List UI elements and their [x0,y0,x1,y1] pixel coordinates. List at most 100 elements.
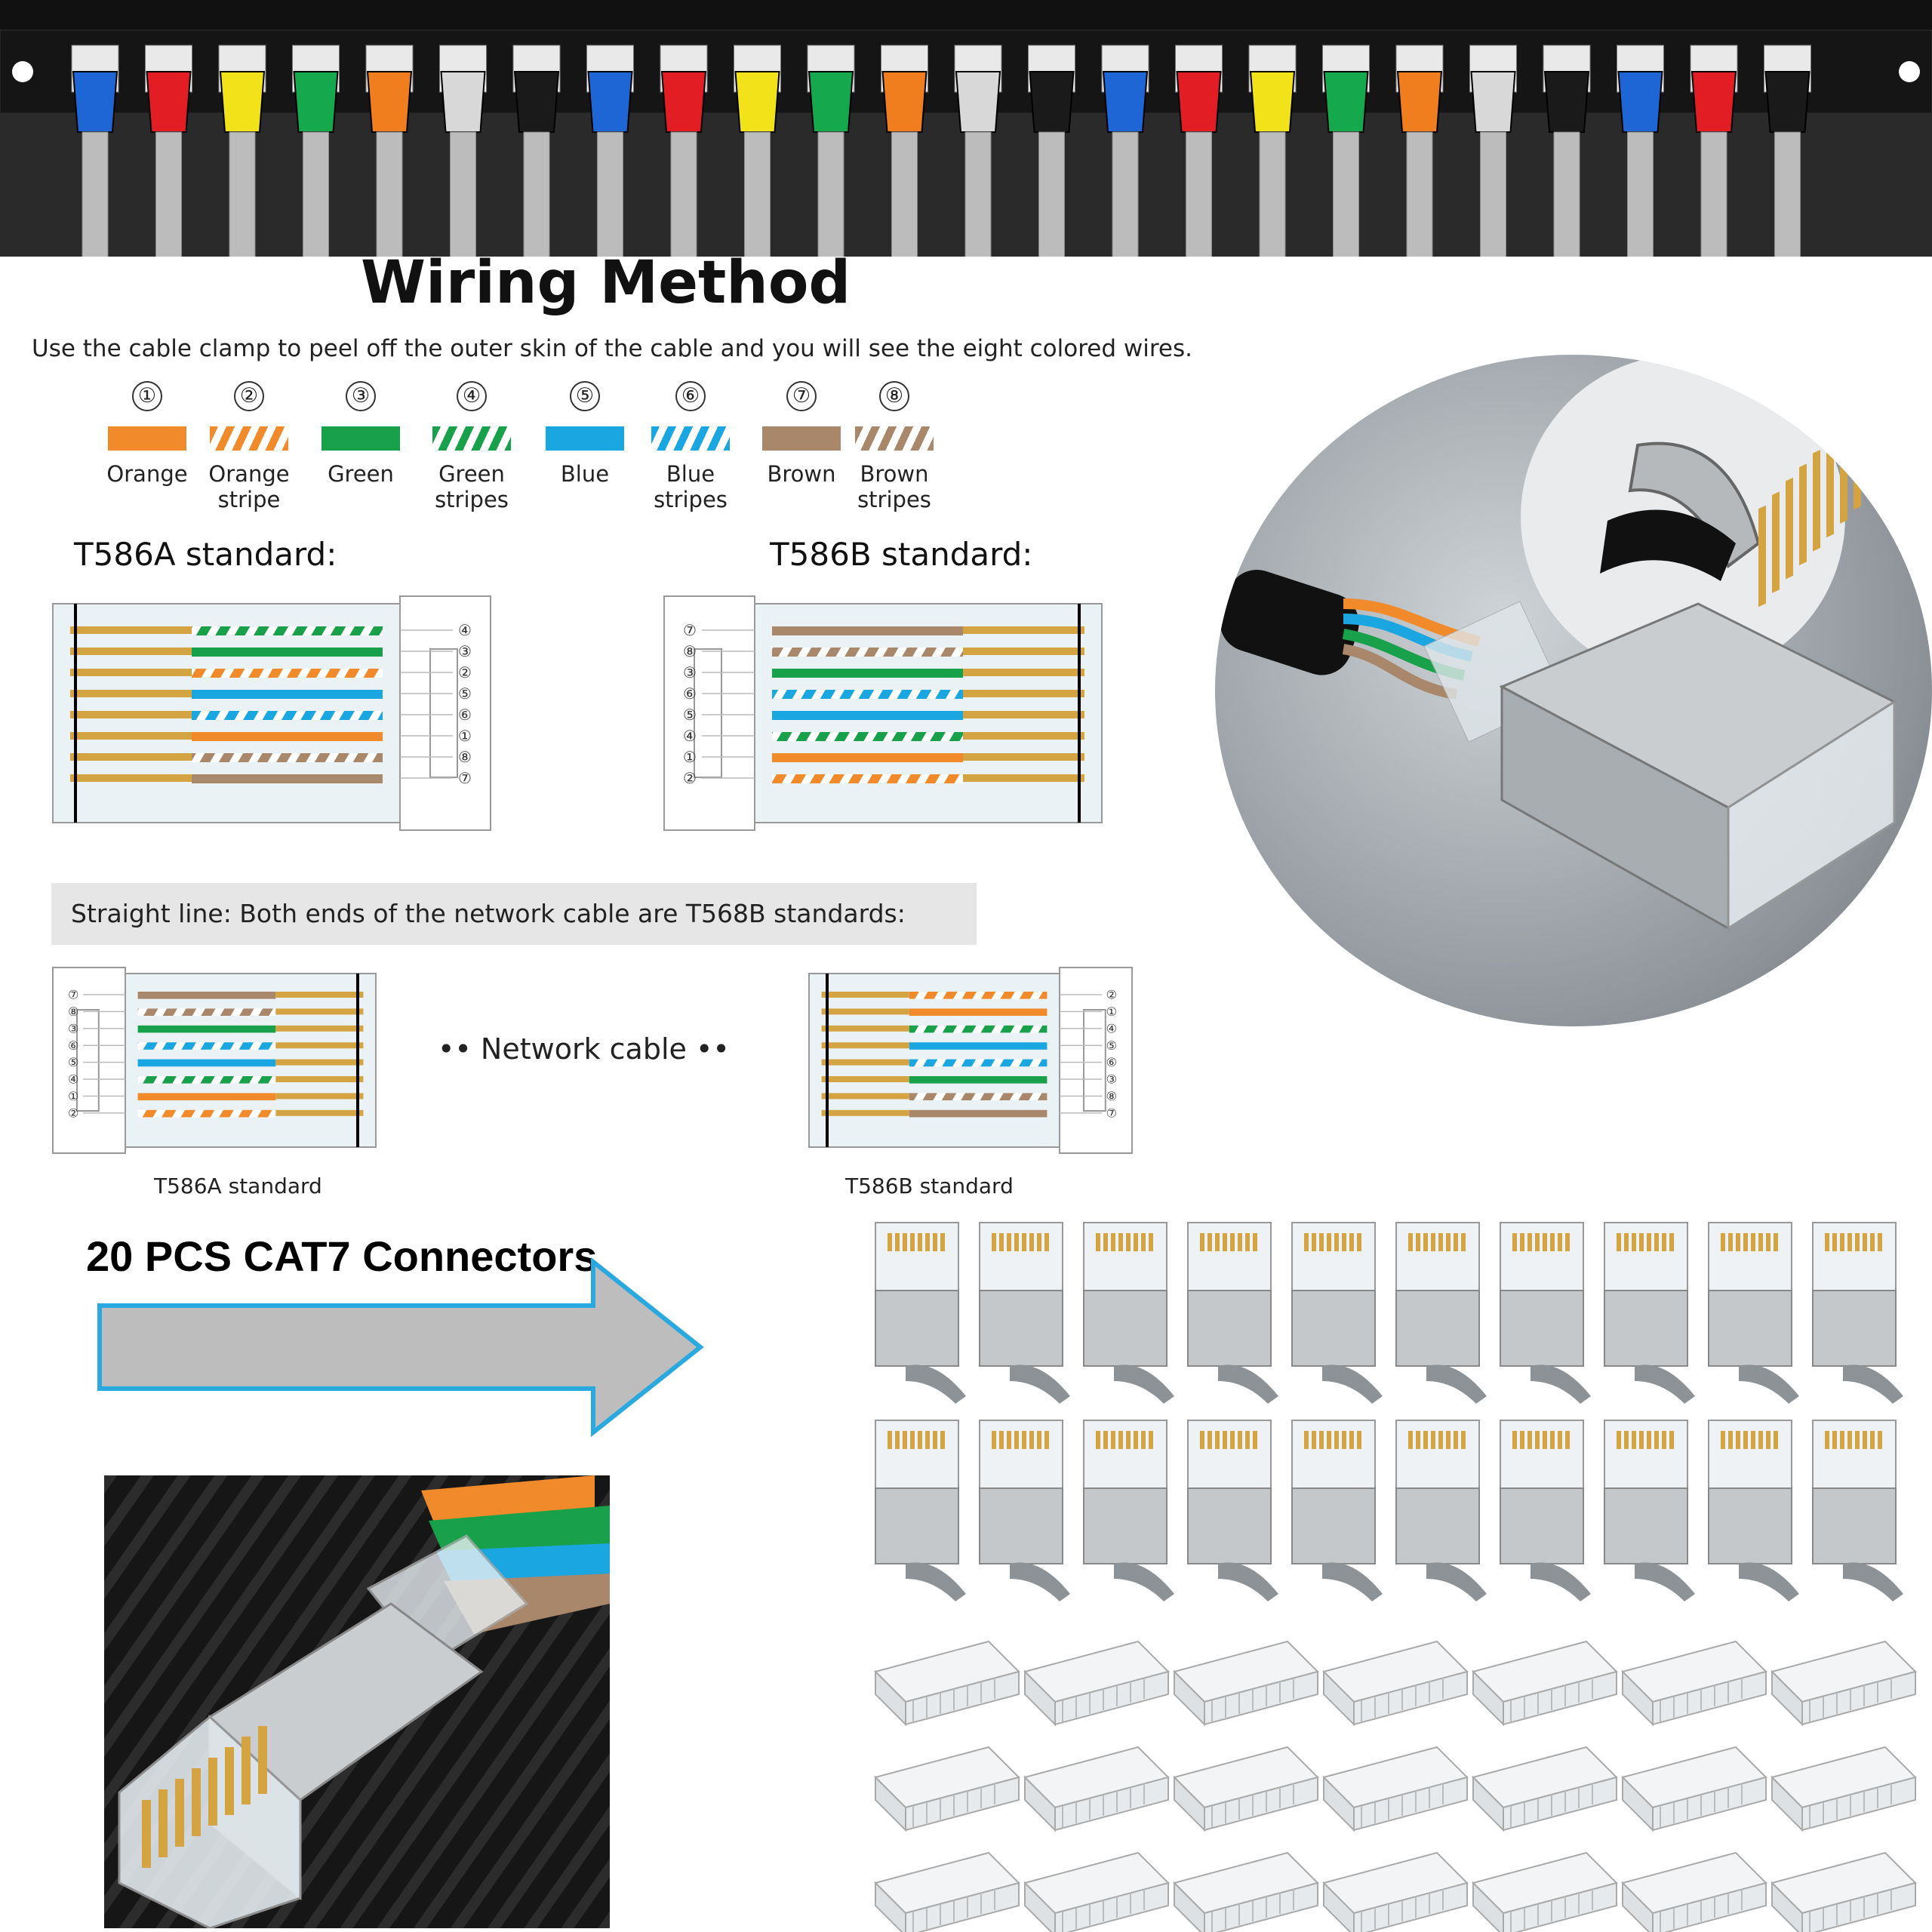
load-bar [1621,1746,1767,1832]
gold-pin [925,1431,930,1449]
patch-cable [597,131,623,257]
gold-pin [1758,505,1766,608]
gold-pin [1357,1431,1361,1449]
gold-pin [1512,1233,1517,1251]
gold-pin [1438,1233,1443,1251]
gold-pin [1349,1233,1354,1251]
gold-pin [1863,1431,1867,1449]
load-bar-side [1323,1881,1355,1932]
pin-number: ⑥ [683,685,697,703]
shield-clip [1531,1562,1591,1601]
patch-boot [808,71,854,133]
plug-head [1604,1222,1688,1291]
gold-pin [1751,1431,1755,1449]
plug-head [1604,1420,1688,1489]
gold-pin [1103,1431,1108,1449]
pin-number: ④ [683,727,697,745]
gold-pin [1565,1233,1570,1251]
plug-head [875,1222,959,1291]
shield-body [1187,1290,1272,1367]
plug-head [1708,1222,1792,1291]
connector-closeup-image [104,1475,610,1928]
shielded-plug [979,1222,1070,1404]
pin-number: ③ [683,663,697,681]
gold-pin [1327,1431,1331,1449]
connector-assembly-image [1220,355,1897,931]
shield-clip [1218,1562,1278,1601]
shield-body [875,1290,959,1367]
gold-pin [1512,1431,1517,1449]
patch-boot [293,71,339,133]
patch-cable [891,131,918,257]
plug-housing [1059,967,1133,1154]
wire-shape [1342,644,1458,700]
patch-boot [440,71,486,133]
gold-pin [1758,1233,1763,1251]
gold-pin [933,1431,937,1449]
clear-plug-shape [1727,700,1896,931]
shield-body [979,1290,1063,1367]
load-bar [1621,1851,1767,1932]
gold-contacts [1758,408,1861,608]
gold-contact [963,753,1084,761]
load-bar-side [875,1881,906,1932]
gold-pin [903,1431,907,1449]
gold-pin [1014,1431,1019,1449]
legend-number: ⑤ [570,381,600,411]
shield-clip [1010,1364,1070,1404]
patch-boot [1764,71,1810,133]
gold-pin [1543,1431,1547,1449]
legend-swatch [855,426,934,451]
gold-contact [275,1076,364,1082]
wire-strand [772,648,963,657]
connector-grid [874,1222,1917,1932]
gold-pin [1304,1233,1309,1251]
gold-contact [821,992,909,998]
wire-strand [909,1059,1048,1067]
load-bar-side [1771,1881,1803,1932]
network-cable-label: •• Network cable •• [438,1032,730,1066]
gold-pin [1253,1233,1257,1251]
shield-body [1083,1290,1168,1367]
gold-pin [1766,1431,1770,1449]
patch-cable [1774,131,1801,257]
patch-cable [523,131,550,257]
gold-contact [275,1109,364,1116]
gold-pin [1342,1431,1346,1449]
gold-pin [1096,1233,1100,1251]
wire-strand [909,1008,1048,1016]
load-bar-side [1174,1881,1205,1932]
page-title: Wiring Method [361,249,851,317]
patch-cable [1333,131,1359,257]
left-caption: T586A standard [154,1174,322,1198]
shield-clip [1635,1364,1695,1404]
load-bar [1023,1640,1170,1727]
network-cable-text: Network cable [480,1032,687,1066]
gold-pin [1558,1233,1562,1251]
shield-body [1187,1487,1272,1564]
gold-pin [1126,1431,1131,1449]
gold-pin [1840,1431,1844,1449]
shield-clip [906,1562,966,1601]
patch-boot [1396,71,1443,133]
t586a-title: T586A standard: [74,536,337,573]
legend-swatch [321,426,400,451]
plug-latch [429,648,458,778]
gold-pin [1014,1233,1019,1251]
gold-pin [1446,1233,1451,1251]
patch-cable [964,131,992,257]
gold-pin [1126,1233,1131,1251]
patch-boot [1029,71,1075,133]
pin-number: ⑤ [68,1055,78,1069]
load-bar-side [1472,1881,1504,1932]
legend-number: ① [132,381,162,411]
patch-boot [881,71,928,133]
legend-label: Brown stripes [857,461,931,512]
pin-number: ⑥ [68,1038,78,1053]
shielded-plug [1187,1420,1278,1601]
plug-latch [694,648,722,778]
